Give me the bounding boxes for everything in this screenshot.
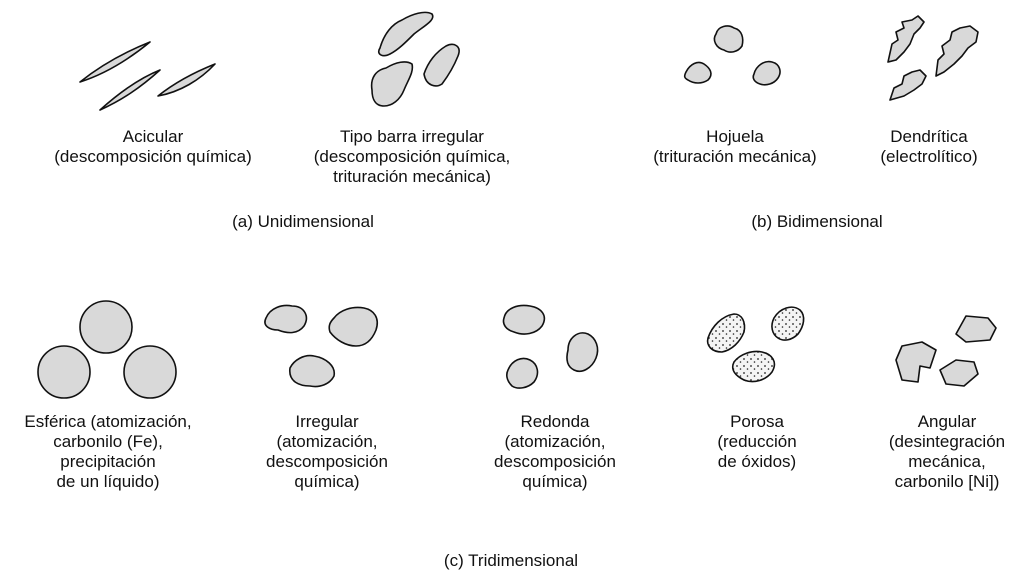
spherical-label: Esférica (atomización, carbonilo (Fe), p… xyxy=(24,412,192,491)
irregular-label: Irregular (atomización, descomposición q… xyxy=(266,412,388,491)
dendritic-shapes xyxy=(887,15,979,101)
angular-shapes xyxy=(895,315,997,387)
porous-label: Porosa (reducción de óxidos) xyxy=(717,412,797,471)
irregular-rod-shapes xyxy=(370,11,460,107)
tridimensional-caption: (c) Tridimensional xyxy=(443,551,579,570)
acicular-label: Acicular (descomposición química) xyxy=(54,127,252,166)
irregular-rod-label: Tipo barra irregular (descomposición quí… xyxy=(313,127,511,186)
acicular-shapes xyxy=(79,41,216,111)
porous-shapes xyxy=(706,306,805,383)
dendritic-label: Dendrítica (electrolítico) xyxy=(880,127,978,166)
flake-label: Hojuela (trituración mecánica) xyxy=(653,127,817,166)
irregular-shapes xyxy=(264,304,379,388)
rounded-label: Redonda (atomización, descomposición quí… xyxy=(494,412,616,491)
spherical-shapes xyxy=(37,300,177,399)
bidimensional-caption: (b) Bidimensional xyxy=(751,212,883,231)
unidimensional-caption: (a) Unidimensional xyxy=(232,212,374,231)
rounded-shapes xyxy=(502,304,599,389)
flake-shapes xyxy=(683,25,781,86)
angular-label: Angular (desintegración mecánica, carbon… xyxy=(888,412,1006,491)
